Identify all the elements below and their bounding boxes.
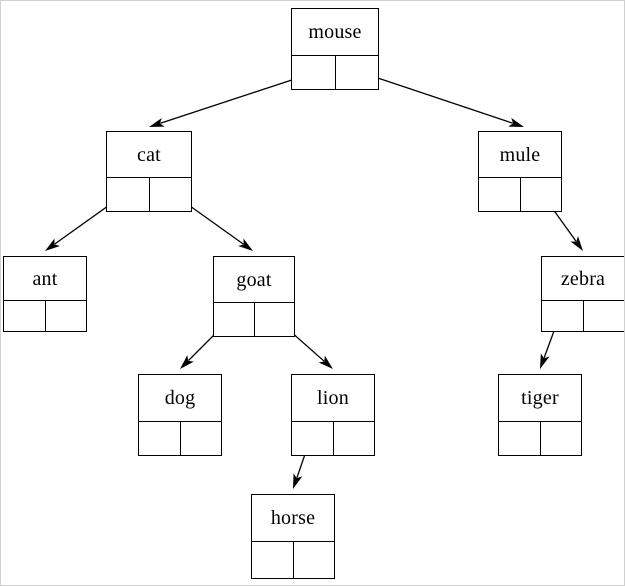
node-pointers-ant bbox=[4, 301, 86, 331]
right-pointer-cell-zebra[interactable] bbox=[584, 301, 625, 331]
right-pointer-cell-lion[interactable] bbox=[334, 422, 375, 455]
left-pointer-cell-lion[interactable] bbox=[292, 422, 334, 455]
node-pointers-tiger bbox=[499, 422, 581, 455]
left-pointer-cell-tiger[interactable] bbox=[499, 422, 541, 455]
node-label-mouse: mouse bbox=[292, 9, 378, 56]
node-label-horse: horse bbox=[252, 495, 334, 542]
tree-node-ant[interactable]: ant bbox=[3, 256, 87, 332]
node-pointers-cat bbox=[107, 178, 191, 211]
node-pointers-goat bbox=[214, 303, 294, 336]
tree-node-goat[interactable]: goat bbox=[213, 256, 295, 337]
right-pointer-cell-dog[interactable] bbox=[181, 422, 222, 455]
left-pointer-cell-zebra[interactable] bbox=[542, 301, 584, 331]
node-label-mule: mule bbox=[479, 132, 561, 178]
node-pointers-mouse bbox=[292, 56, 378, 89]
tree-node-lion[interactable]: lion bbox=[291, 374, 375, 456]
node-pointers-mule bbox=[479, 178, 561, 211]
left-pointer-cell-horse[interactable] bbox=[252, 542, 294, 578]
node-pointers-horse bbox=[252, 542, 334, 578]
node-label-tiger: tiger bbox=[499, 375, 581, 422]
tree-node-mouse[interactable]: mouse bbox=[291, 8, 379, 90]
tree-node-tiger[interactable]: tiger bbox=[498, 374, 582, 456]
edge-mouse-to-cat bbox=[149, 72, 314, 127]
left-pointer-cell-ant[interactable] bbox=[4, 301, 46, 331]
right-pointer-cell-horse[interactable] bbox=[294, 542, 335, 578]
left-pointer-cell-goat[interactable] bbox=[214, 303, 255, 336]
node-pointers-lion bbox=[292, 422, 374, 455]
tree-node-mule[interactable]: mule bbox=[478, 131, 562, 212]
left-pointer-cell-cat[interactable] bbox=[107, 178, 150, 211]
tree-node-horse[interactable]: horse bbox=[251, 494, 335, 579]
right-pointer-cell-mule[interactable] bbox=[521, 178, 562, 211]
node-pointers-zebra bbox=[542, 301, 624, 331]
right-pointer-cell-mouse[interactable] bbox=[336, 56, 379, 89]
node-pointers-dog bbox=[139, 422, 221, 455]
right-pointer-cell-goat[interactable] bbox=[255, 303, 295, 336]
right-pointer-cell-cat[interactable] bbox=[150, 178, 192, 211]
node-label-goat: goat bbox=[214, 257, 294, 303]
node-label-dog: dog bbox=[139, 375, 221, 422]
node-label-cat: cat bbox=[107, 132, 191, 178]
tree-node-dog[interactable]: dog bbox=[138, 374, 222, 456]
tree-node-cat[interactable]: cat bbox=[106, 131, 192, 212]
left-pointer-cell-mule[interactable] bbox=[479, 178, 521, 211]
node-label-zebra: zebra bbox=[542, 257, 624, 301]
right-pointer-cell-ant[interactable] bbox=[46, 301, 87, 331]
left-pointer-cell-mouse[interactable] bbox=[292, 56, 336, 89]
edge-mouse-to-mule bbox=[356, 70, 524, 127]
tree-node-zebra[interactable]: zebra bbox=[541, 256, 624, 332]
left-pointer-cell-dog[interactable] bbox=[139, 422, 181, 455]
right-pointer-cell-tiger[interactable] bbox=[541, 422, 582, 455]
node-label-lion: lion bbox=[292, 375, 374, 422]
node-label-ant: ant bbox=[4, 257, 86, 301]
